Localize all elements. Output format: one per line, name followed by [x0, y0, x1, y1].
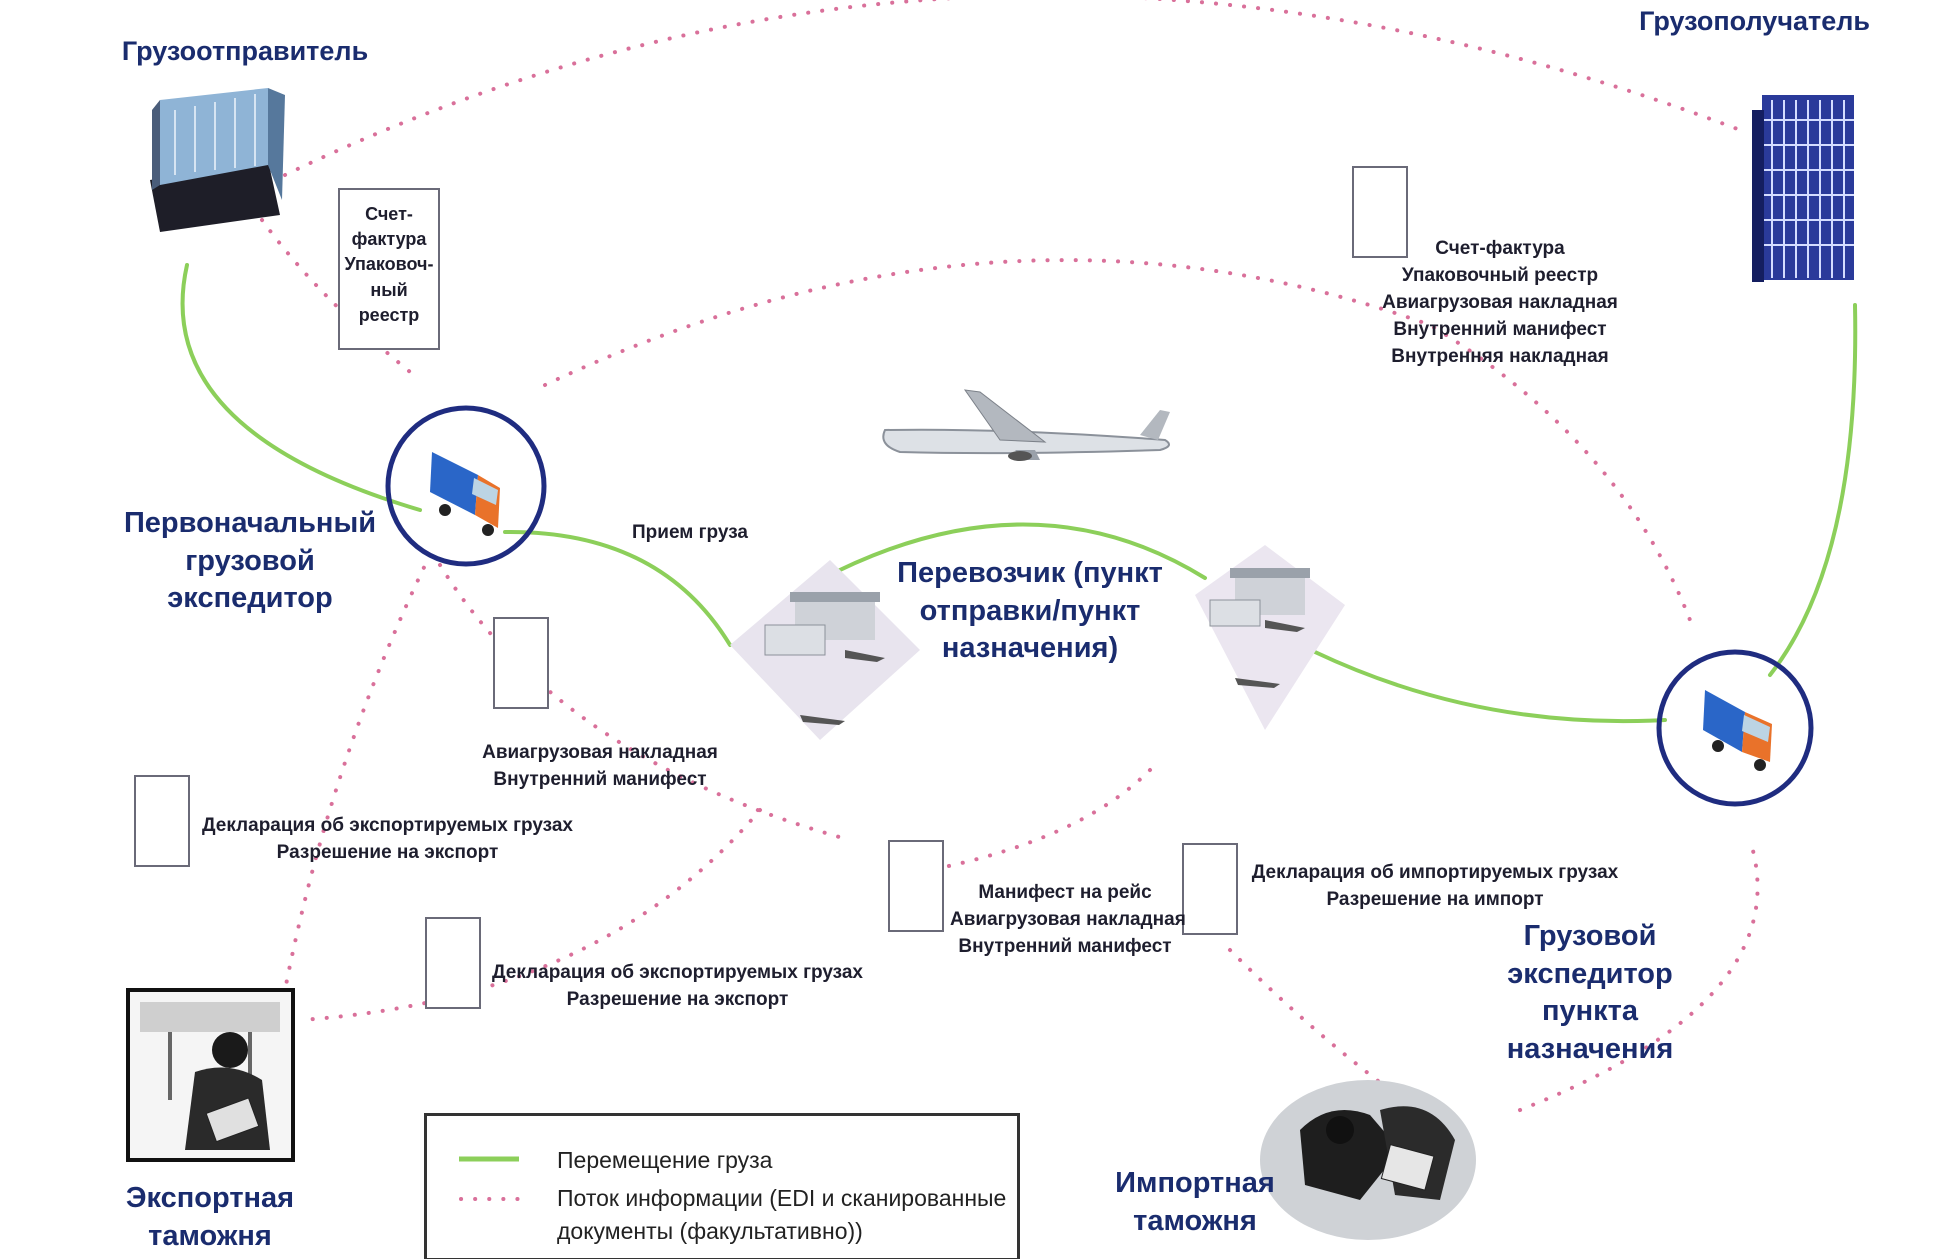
airport-icon [730, 560, 920, 740]
office-building-icon [150, 88, 285, 232]
info-dots-swatch [459, 1197, 521, 1201]
legend-info-label: Поток информации (EDI и сканированные до… [557, 1185, 1007, 1245]
document-icon [888, 840, 944, 932]
shipper-label: Грузоотправитель [121, 36, 369, 66]
airplane-icon [882, 389, 1170, 461]
import-documents: Декларация об импортируемых грузах Разре… [1251, 862, 1619, 910]
document-icon [338, 188, 440, 350]
document-icon [1352, 166, 1408, 258]
cargo-line-swatch [459, 1156, 519, 1162]
export-customs-label: Экспортная таможня [125, 1182, 295, 1252]
consignee-documents: Счет-фактура Упаковочный реестр Авиагруз… [1382, 238, 1618, 367]
origin-forwarder-label: Первоначальный грузовой экспедитор [123, 507, 377, 615]
cargo-acceptance-label: Прием груза [632, 522, 748, 543]
export-documents-1: Декларация об экспортируемых грузах Разр… [201, 815, 573, 863]
document-icon [134, 775, 190, 867]
cargo-line-carrier-link [818, 522, 1207, 582]
cargo-line-shipper-forwarder [180, 263, 422, 512]
document-icon [1182, 843, 1238, 935]
info-flow-lines [260, 0, 1760, 1112]
info-line-carrier-import [1228, 948, 1392, 1092]
shipper-documents: Счет- фактура Упаковоч- ный реестр [344, 204, 434, 325]
dest-forwarder-label: Грузовой экспедитор пункта назначения [1506, 920, 1674, 1066]
customs-inspection-icon [1260, 1080, 1476, 1240]
cargo-flow-lines [180, 263, 1858, 724]
skyscraper-icon [1752, 95, 1854, 282]
document-icon [493, 617, 549, 709]
flight-documents: Манифест на рейс Авиагрузовая накладная … [950, 882, 1186, 957]
cargo-line-forwarder-carrier [503, 529, 732, 647]
cargo-line-carrier-dest [1313, 650, 1667, 724]
import-customs-label: Импортная таможня [1115, 1167, 1275, 1237]
info-line-shipper-consignee [283, 0, 1742, 177]
info-line-forwarder-export-customs [283, 553, 432, 992]
legend-cargo-label: Перемещение груза [557, 1147, 773, 1173]
cargo-line-dest-consignee [1768, 303, 1858, 677]
forwarder-carrier-documents: Авиагрузовая накладная Внутренний манифе… [482, 742, 718, 790]
document-icon [425, 917, 481, 1009]
legend: Перемещение груза Поток информации (EDI … [424, 1113, 1020, 1259]
airport-icon [1195, 545, 1345, 730]
consignee-label: Грузополучатель [1639, 6, 1870, 36]
customs-officer-icon [126, 988, 295, 1162]
carrier-label: Перевозчик (пункт отправки/пункт назначе… [897, 557, 1163, 665]
dest-forwarder-truck-icon [1656, 649, 1814, 807]
export-documents-2: Декларация об экспортируемых грузах Разр… [491, 962, 863, 1010]
origin-forwarder-truck-icon [385, 405, 547, 567]
